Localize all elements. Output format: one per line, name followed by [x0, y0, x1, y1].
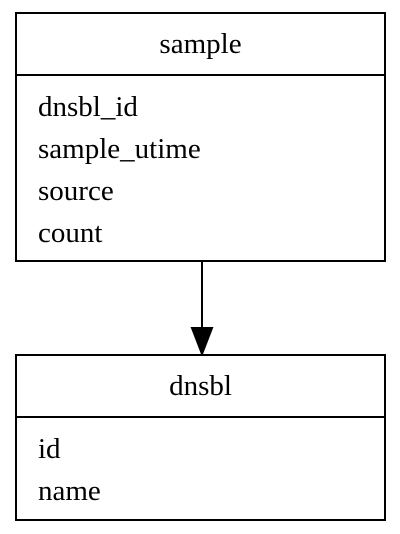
- entity-dnsbl-title: dnsbl: [17, 356, 384, 418]
- entity-dnsbl: dnsbl id name: [15, 354, 386, 521]
- entity-dnsbl-fields: id name: [17, 418, 384, 512]
- entity-sample-title: sample: [17, 14, 384, 76]
- field-id: id: [38, 433, 61, 465]
- field-dnsbl-id: dnsbl_id: [38, 91, 138, 123]
- entity-sample-fields: dnsbl_id sample_utime source count: [17, 76, 384, 254]
- field-source: source: [38, 175, 114, 207]
- field-sample-utime: sample_utime: [38, 133, 201, 165]
- field-name: name: [38, 475, 101, 507]
- relation-arrowhead: [190, 327, 214, 357]
- entity-sample: sample dnsbl_id sample_utime source coun…: [15, 12, 386, 262]
- field-count: count: [38, 217, 103, 249]
